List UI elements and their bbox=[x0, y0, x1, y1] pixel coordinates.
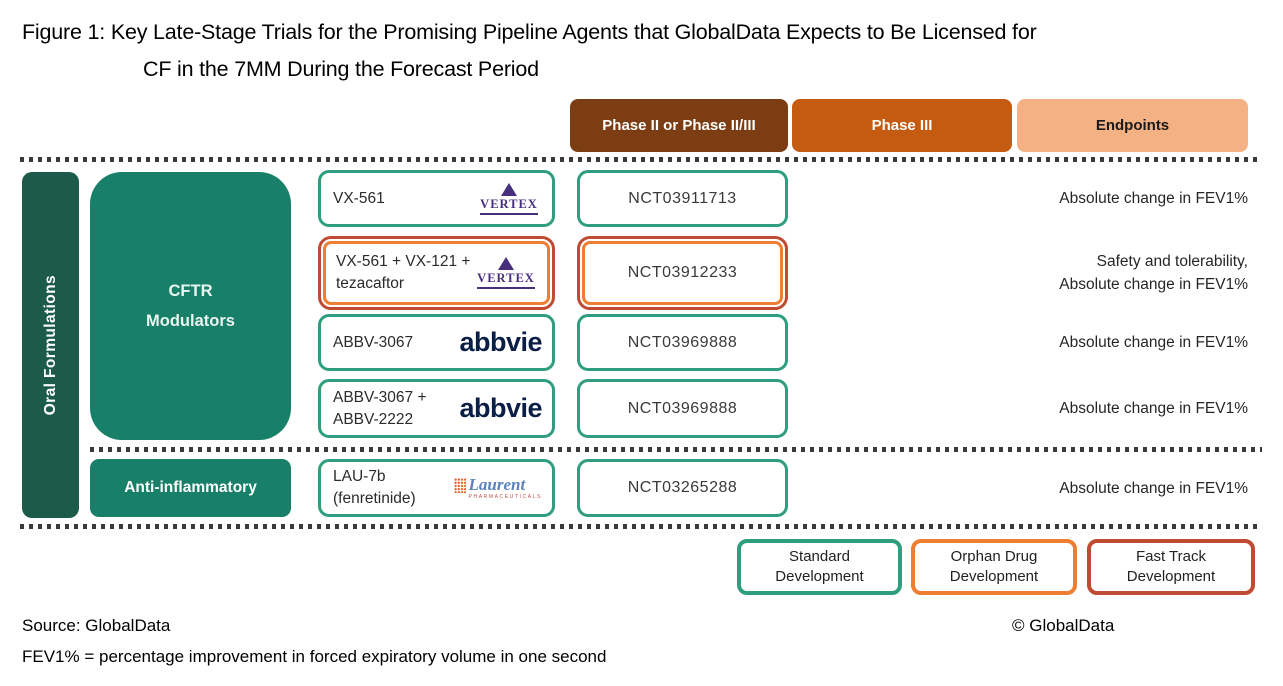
drug-name: ABBV-3067 bbox=[333, 333, 414, 351]
legend-standard-development: Standard Development bbox=[737, 539, 902, 595]
legend-orphan-drug-development: Orphan Drug Development bbox=[911, 539, 1077, 595]
trial-id: NCT03265288 bbox=[627, 479, 738, 496]
phase2-header-box: Phase II or Phase II/III bbox=[570, 99, 788, 152]
legend-fast-track-development: Fast Track Development bbox=[1087, 539, 1255, 595]
figure-title-line1: Figure 1: Key Late-Stage Trials for the … bbox=[22, 20, 1037, 44]
drug-name: VX-561 + VX-121 + tezacaftor bbox=[336, 253, 471, 292]
drug-box-abbv3067: ABBV-3067 abbvie bbox=[318, 314, 555, 371]
trial-id: NCT03969888 bbox=[627, 399, 738, 417]
trial-id-box: NCT03969888 bbox=[577, 314, 788, 371]
laurent-pharmaceuticals-logo: Laurent PHARMACEUTICALS bbox=[453, 475, 542, 500]
vertex-logo: VERTEX bbox=[473, 257, 539, 289]
cftr-label-line2: Modulators bbox=[146, 312, 235, 330]
trial-id: NCT03912233 bbox=[627, 264, 738, 281]
drug-box-lau7b: LAU-7b (fenretinide) Laurent PHARMACEUTI… bbox=[318, 459, 555, 517]
vertex-triangle-icon bbox=[501, 182, 517, 196]
endpoint-text: Absolute change in FEV1% bbox=[1059, 334, 1248, 351]
endpoints-header-box: Endpoints bbox=[1017, 99, 1248, 152]
phase3-header-label: Phase III bbox=[871, 117, 933, 134]
drug-box-vx561: VX-561 VERTEX bbox=[318, 170, 555, 227]
figure-title: Figure 1: Key Late-Stage Trials for the … bbox=[22, 14, 1037, 88]
endpoint-text: Absolute change in FEV1% bbox=[1059, 400, 1248, 417]
dotted-divider-bottom bbox=[20, 524, 1262, 529]
drug-box-vx561-vx121-tezacaftor: VX-561 + VX-121 + tezacaftor VERTEX bbox=[318, 236, 555, 310]
copyright-text: © GlobalData bbox=[1012, 616, 1115, 635]
drug-name: VX-561 bbox=[333, 189, 385, 207]
figure-title-line2: CF in the 7MM During the Forecast Period bbox=[143, 57, 539, 81]
trial-id-box: NCT03911713 bbox=[577, 170, 788, 227]
endpoints-header-label: Endpoints bbox=[1095, 117, 1170, 134]
laurent-dots-icon bbox=[453, 478, 466, 493]
anti-inflammatory-box: Anti-inflammatory bbox=[90, 459, 291, 517]
cftr-modulators-box: CFTR Modulators bbox=[90, 172, 291, 440]
oral-formulations-label: Oral Formulations bbox=[41, 274, 59, 416]
vertex-logo: VERTEX bbox=[476, 182, 542, 215]
anti-inflammatory-label: Anti-inflammatory bbox=[124, 479, 257, 496]
endpoint-text: Safety and tolerability, Absolute change… bbox=[1059, 253, 1248, 293]
vertex-wordmark: VERTEX bbox=[477, 271, 535, 289]
vertex-triangle-icon bbox=[498, 257, 514, 270]
trial-id: NCT03911713 bbox=[628, 189, 737, 207]
trial-id-box: NCT03265288 bbox=[577, 459, 788, 517]
drug-name: ABBV-3067 + ABBV-2222 bbox=[333, 388, 427, 428]
abbvie-logo: abbvie bbox=[459, 327, 542, 357]
trial-id: NCT03969888 bbox=[627, 333, 738, 351]
laurent-wordmark: Laurent bbox=[468, 475, 526, 494]
source-text: Source: GlobalData bbox=[22, 616, 171, 635]
trial-id-box: NCT03969888 bbox=[577, 379, 788, 438]
drug-box-abbv3067-abbv2222: ABBV-3067 + ABBV-2222 abbvie bbox=[318, 379, 555, 438]
abbvie-logo: abbvie bbox=[459, 393, 542, 423]
endpoint-text: Absolute change in FEV1% bbox=[1059, 479, 1248, 497]
phase2-header-label: Phase II or Phase II/III bbox=[602, 117, 756, 134]
trial-id-box: NCT03912233 bbox=[577, 236, 788, 310]
oral-formulations-bar: Oral Formulations bbox=[22, 172, 79, 518]
phase3-header-box: Phase III bbox=[792, 99, 1012, 152]
drug-name: LAU-7b (fenretinide) bbox=[333, 468, 416, 507]
dotted-divider-top bbox=[20, 157, 1262, 162]
dotted-divider-middle bbox=[90, 447, 1262, 452]
laurent-sub-text: PHARMACEUTICALS bbox=[468, 494, 542, 500]
vertex-wordmark: VERTEX bbox=[480, 197, 538, 215]
cftr-label-line1: CFTR bbox=[168, 282, 213, 300]
footnote-text: FEV1% = percentage improvement in forced… bbox=[22, 647, 607, 666]
endpoint-text: Absolute change in FEV1% bbox=[1059, 190, 1248, 207]
